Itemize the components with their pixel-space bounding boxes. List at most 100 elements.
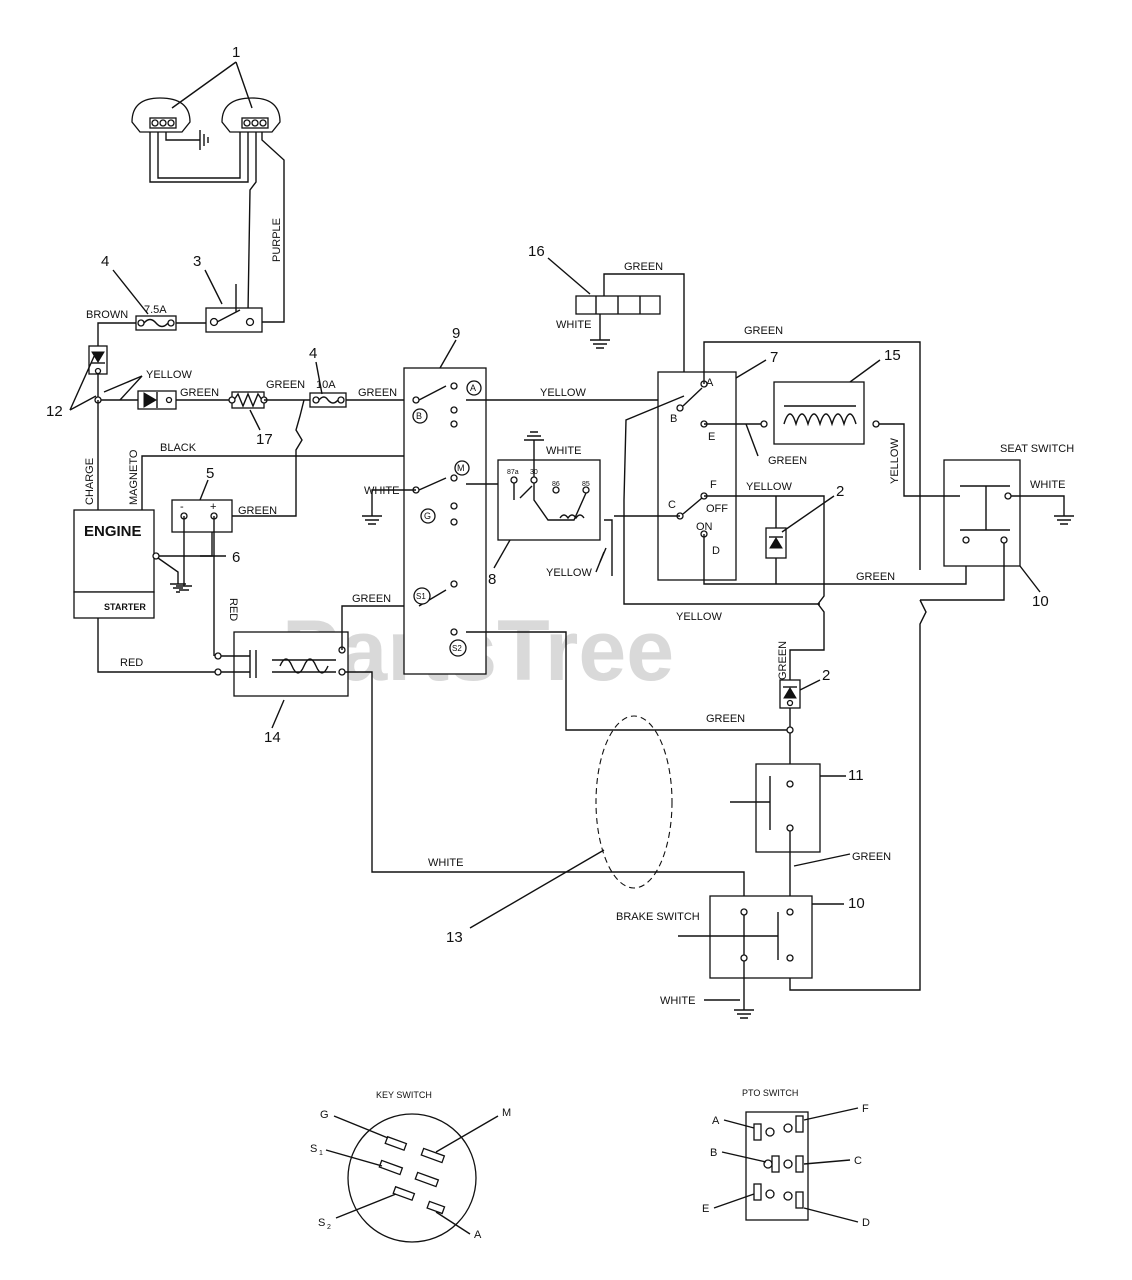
relay-pin-87a: 87a — [507, 469, 519, 476]
pto-terminal-b: B — [670, 413, 677, 425]
ign-terminal-m: M — [457, 463, 465, 473]
headlights — [131, 97, 285, 323]
light-switch — [205, 284, 263, 333]
diode-12-vertical — [88, 345, 108, 375]
key-pointer-s1 — [325, 1149, 383, 1167]
key-pointer-a — [435, 1211, 471, 1235]
battery-minus: - — [180, 501, 184, 513]
fuse-7-5a-label: 7.5A — [144, 304, 167, 316]
callout-6: 6 — [232, 549, 240, 566]
ign-terminal-a: A — [470, 383, 476, 393]
wire-label-green-16: GREEN — [624, 261, 663, 273]
wire-label-charge: CHARGE — [84, 458, 96, 505]
pto-pointer-b — [721, 1151, 767, 1163]
wire-label-green-d: GREEN — [856, 571, 895, 583]
callout-2a: 2 — [836, 483, 844, 500]
callout-line-4b — [315, 361, 323, 395]
callout-10b: 10 — [848, 895, 865, 912]
wire-label-white-brake: WHITE — [660, 995, 695, 1007]
key-pointer-g — [333, 1115, 389, 1139]
fuse-7-5a — [135, 315, 177, 331]
wire-label-white-seat: WHITE — [1030, 479, 1065, 491]
pto-label-b: B — [710, 1147, 717, 1159]
callout-4b: 4 — [309, 345, 317, 362]
pto-terminal-on: ON — [696, 521, 713, 533]
pto-pointer-f — [803, 1107, 859, 1121]
switch-11 — [730, 763, 821, 853]
battery-plus: + — [210, 501, 216, 513]
callout-line-15 — [849, 359, 881, 383]
diode-12-horizontal — [137, 390, 177, 410]
callout-4a: 4 — [101, 253, 109, 270]
callout-line-10a — [1019, 565, 1041, 593]
diode-2-lower — [779, 679, 801, 709]
pto-terminal-d: D — [712, 545, 720, 557]
wire-label-green-s1: GREEN — [352, 593, 391, 605]
pto-pointer-e — [713, 1193, 755, 1209]
key-label-m: M — [502, 1107, 511, 1119]
pto-terminal-c: C — [668, 499, 676, 511]
ign-terminal-g: G — [424, 511, 431, 521]
fuse-10a — [309, 392, 347, 408]
pointer-yellow-relay — [595, 551, 605, 573]
wire-label-white-relay: WHITE — [546, 445, 581, 457]
ign-terminal-s2: S2 — [452, 644, 462, 653]
callout-14: 14 — [264, 729, 281, 746]
callout-line-14 — [271, 699, 285, 729]
pto-pointer-a — [723, 1119, 755, 1129]
key-pointer-s2 — [335, 1193, 397, 1219]
callout-line-4a — [112, 269, 149, 315]
yellow-pointer-b — [119, 375, 143, 401]
wire-label-green-17a: GREEN — [180, 387, 219, 399]
callout-17: 17 — [256, 431, 273, 448]
pto-label-c: C — [854, 1155, 862, 1167]
callout-line-1b — [235, 61, 253, 109]
wire-label-yellow-long: YELLOW — [676, 611, 722, 623]
callout-line-8 — [493, 539, 511, 569]
callout-line-5 — [199, 479, 209, 501]
wire-label-red-bottom: RED — [120, 657, 143, 669]
key-label-s1: S — [310, 1143, 317, 1155]
key-label-s1-sub: 1 — [319, 1150, 323, 1157]
wire-label-brown: BROWN — [86, 309, 128, 321]
wire-label-green-batt: GREEN — [238, 505, 277, 517]
resistor-17 — [228, 391, 268, 409]
callout-line-12a — [69, 351, 97, 411]
callout-line-12b — [69, 395, 97, 411]
callout-line-1 — [171, 61, 237, 109]
seat-switch-label: SEAT SWITCH — [1000, 443, 1074, 455]
starter-label: STARTER — [104, 602, 146, 612]
relay-pin-86: 86 — [552, 481, 560, 488]
key-switch-title: KEY SWITCH — [376, 1090, 432, 1100]
wire-label-yellow-a: YELLOW — [540, 387, 586, 399]
callout-13: 13 — [446, 929, 463, 946]
highlight-ellipse-13 — [595, 715, 673, 889]
wire-label-green-11: GREEN — [852, 851, 891, 863]
callout-line-3 — [204, 269, 223, 305]
callout-line-7 — [735, 359, 767, 379]
wire-label-white-16: WHITE — [556, 319, 591, 331]
callout-5: 5 — [206, 465, 214, 482]
wire-label-green-top: GREEN — [744, 325, 783, 337]
pto-switch-7 — [657, 371, 737, 581]
callout-7: 7 — [770, 349, 778, 366]
key-label-s2: S — [318, 1217, 325, 1229]
wire-label-yellow-seat: YELLOW — [889, 438, 901, 484]
pto-pointer-c — [803, 1159, 851, 1165]
pto-pointer-d — [803, 1207, 859, 1223]
wire-label-yellow-f: YELLOW — [746, 481, 792, 493]
callout-10a: 10 — [1032, 593, 1049, 610]
battery — [171, 499, 233, 533]
callout-line-9 — [439, 339, 457, 369]
wire-label-yellow-12: YELLOW — [146, 369, 192, 381]
wire-label-magneto: MAGNETO — [128, 449, 140, 505]
relay-8 — [497, 459, 601, 541]
engine-label: ENGINE — [84, 523, 142, 540]
ign-terminal-b: B — [416, 411, 422, 421]
callout-1: 1 — [232, 44, 240, 61]
wire-label-white-g: WHITE — [364, 485, 399, 497]
ign-terminal-s1: S1 — [416, 592, 426, 601]
callout-15: 15 — [884, 347, 901, 364]
pto-switch-detail — [745, 1111, 809, 1221]
